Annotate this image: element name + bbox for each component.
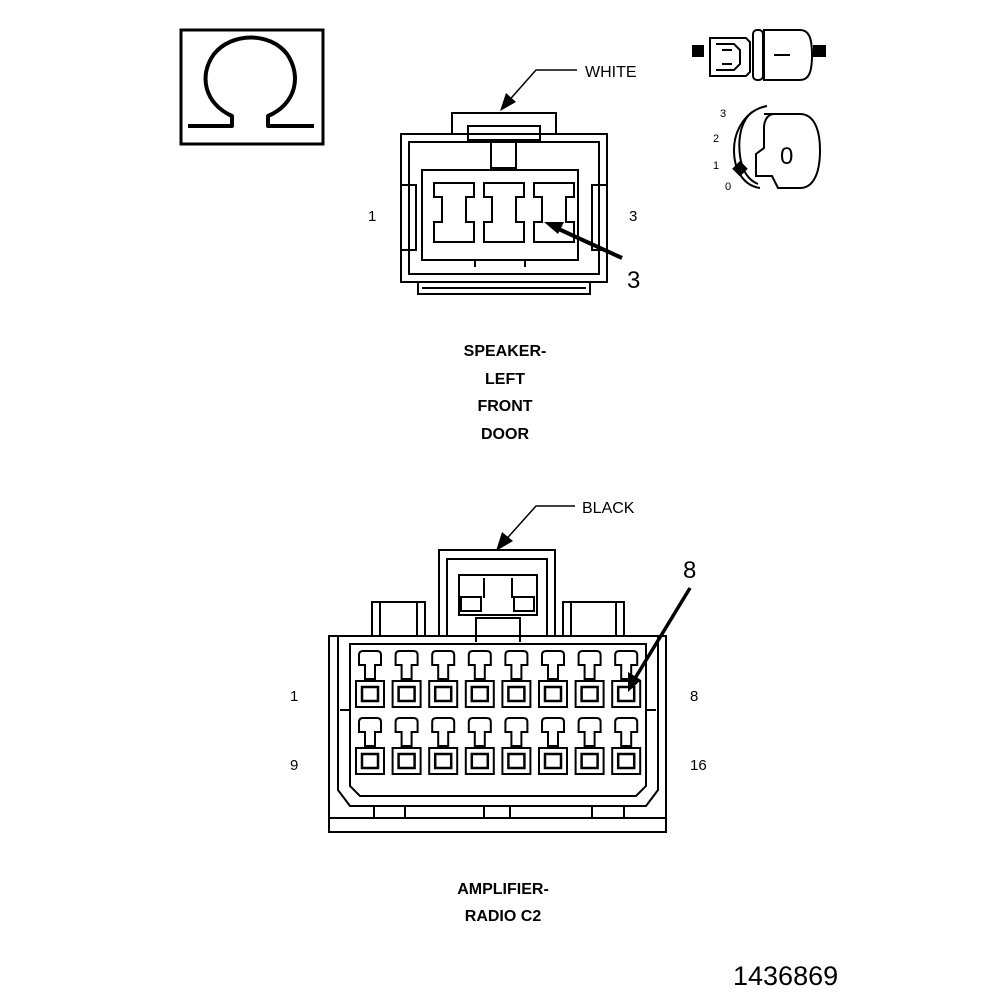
terminal-cavity-pin-3 <box>428 650 459 708</box>
ignition-position-0: 0 <box>725 181 731 193</box>
terminal-plug-icon <box>692 29 826 81</box>
terminal-cavity-pin-1 <box>355 650 385 708</box>
white-color-label: WHITE <box>585 64 637 81</box>
terminal-cavity-pin-5 <box>501 650 532 708</box>
pin-3-label: 3 <box>629 208 637 225</box>
white-color-leader <box>500 69 577 111</box>
terminal-cavity-pin-11 <box>428 717 459 775</box>
speaker-title-line-1: SPEAKER- <box>464 343 547 360</box>
ignition-position-1: 1 <box>713 160 719 172</box>
pin-8-callout-arrow <box>628 587 692 692</box>
ignition-position-3: 3 <box>720 108 726 120</box>
terminal-cavity-pin-16 <box>611 717 642 775</box>
speaker-title-line-3: FRONT <box>477 398 532 415</box>
terminal-cavity-grid <box>355 650 642 775</box>
terminal-cavity-pin-12 <box>464 717 495 775</box>
black-color-label: BLACK <box>582 500 635 517</box>
ignition-position-2: 2 <box>713 133 719 145</box>
terminal-cavity-pin-15 <box>574 717 605 775</box>
pin-1-label: 1 <box>368 208 376 225</box>
terminal-cavity-pin-7 <box>574 650 605 708</box>
pin-1-label-c2: 1 <box>290 688 298 705</box>
speaker-title-line-2: LEFT <box>485 371 525 388</box>
black-color-leader <box>496 505 575 551</box>
pin-8-label-c2: 8 <box>690 688 698 705</box>
terminal-cavity-pin-10 <box>391 717 422 775</box>
pin-16-label-c2: 16 <box>690 757 707 774</box>
ohm-symbol-icon <box>179 28 325 146</box>
amplifier-title-line-2: RADIO C2 <box>465 908 542 925</box>
terminal-cavity-pin-2 <box>391 650 422 708</box>
terminal-cavity-pin-13 <box>501 717 532 775</box>
terminal-cavity-pin-8 <box>611 650 642 708</box>
amplifier-title-line-1: AMPLIFIER- <box>457 881 549 898</box>
terminal-cavity-pin-9 <box>355 717 385 775</box>
speaker-connector <box>400 112 608 295</box>
ignition-key-label: 0 <box>780 143 793 170</box>
ignition-switch-icon <box>732 105 822 189</box>
terminal-cavity-pin-4 <box>464 650 495 708</box>
terminal-cavity-pin-14 <box>538 717 568 775</box>
pin-3-callout-arrow <box>544 222 623 260</box>
pin-9-label-c2: 9 <box>290 757 298 774</box>
pin-8-callout-label: 8 <box>683 557 696 584</box>
terminal-cavity-pin-6 <box>538 650 568 708</box>
amplifier-radio-c2-connector <box>328 549 667 833</box>
pin-3-callout-label: 3 <box>627 267 640 294</box>
speaker-title-line-4: DOOR <box>481 426 529 443</box>
figure-number: 1436869 <box>733 961 838 991</box>
